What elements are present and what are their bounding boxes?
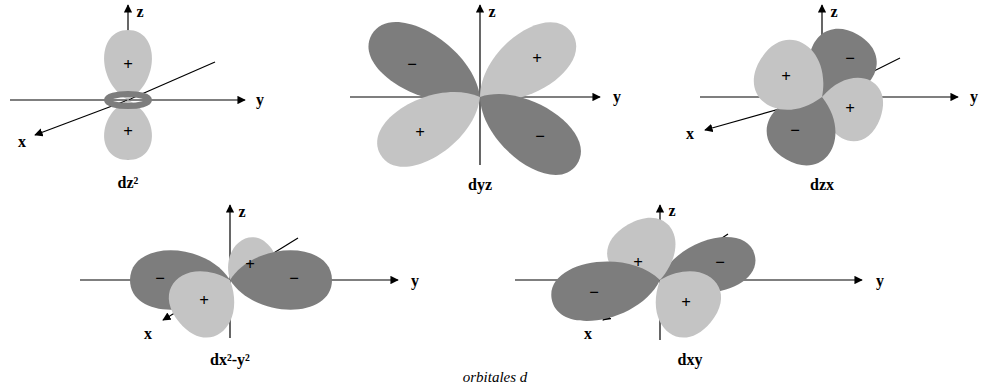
phase-sign: + bbox=[681, 294, 691, 311]
axis-label: x bbox=[584, 326, 592, 342]
orbital-name: dxy bbox=[678, 352, 703, 368]
orbital-name: dyz bbox=[468, 177, 492, 193]
orbital-name: dzx bbox=[810, 177, 834, 193]
orbital-name: dx²-y² bbox=[210, 352, 250, 368]
axis-label: y bbox=[411, 273, 419, 289]
positive-lobe bbox=[742, 29, 841, 127]
axis-label: y bbox=[970, 89, 978, 105]
axis-label: z bbox=[668, 203, 675, 219]
axis-label: x bbox=[144, 326, 152, 342]
dyz-lobes bbox=[356, 8, 593, 189]
axis-label: z bbox=[238, 204, 245, 220]
axis-label: z bbox=[488, 4, 495, 20]
phase-sign: − bbox=[715, 254, 725, 271]
positive-lobe bbox=[638, 253, 733, 349]
phase-sign: − bbox=[790, 122, 800, 139]
z-axis bbox=[479, 5, 480, 165]
phase-sign: − bbox=[407, 56, 417, 73]
dz2-lobes bbox=[104, 30, 152, 160]
phase-sign: + bbox=[633, 254, 643, 271]
dzx-lobes bbox=[742, 18, 891, 177]
phase-sign: − bbox=[845, 50, 855, 67]
axis-label: x bbox=[686, 126, 694, 142]
phase-sign: + bbox=[123, 56, 133, 73]
phase-sign: + bbox=[123, 123, 133, 140]
axis-label: y bbox=[876, 273, 884, 289]
phase-sign: − bbox=[535, 128, 545, 145]
phase-sign: + bbox=[415, 124, 425, 141]
caption: orbitales d bbox=[463, 370, 528, 385]
phase-sign: + bbox=[245, 256, 255, 273]
phase-sign: − bbox=[589, 284, 599, 301]
dx2y2-lobes bbox=[130, 229, 332, 349]
negative-lobe bbox=[547, 252, 665, 328]
axis-label: z bbox=[136, 4, 143, 20]
torus-ring bbox=[107, 94, 149, 106]
orbital-name: dz² bbox=[118, 175, 139, 191]
phase-sign: + bbox=[845, 100, 855, 117]
positive-lobe bbox=[157, 253, 252, 349]
dxy-lobes bbox=[547, 207, 762, 349]
axis-label: x bbox=[18, 134, 26, 150]
axis-label: z bbox=[830, 4, 837, 20]
phase-sign: + bbox=[199, 292, 209, 309]
phase-sign: − bbox=[155, 270, 165, 287]
axis-label: y bbox=[256, 92, 264, 108]
dx2y2-axes bbox=[80, 205, 398, 338]
dz2-axes bbox=[10, 5, 245, 160]
axis-label: y bbox=[613, 89, 621, 105]
phase-sign: + bbox=[781, 68, 791, 85]
phase-sign: − bbox=[289, 270, 299, 287]
positive-lobe bbox=[366, 71, 495, 180]
positive-lobe bbox=[104, 30, 152, 100]
negative-lobe bbox=[230, 250, 332, 309]
phase-sign: + bbox=[532, 50, 542, 67]
negative-lobe bbox=[463, 73, 594, 189]
